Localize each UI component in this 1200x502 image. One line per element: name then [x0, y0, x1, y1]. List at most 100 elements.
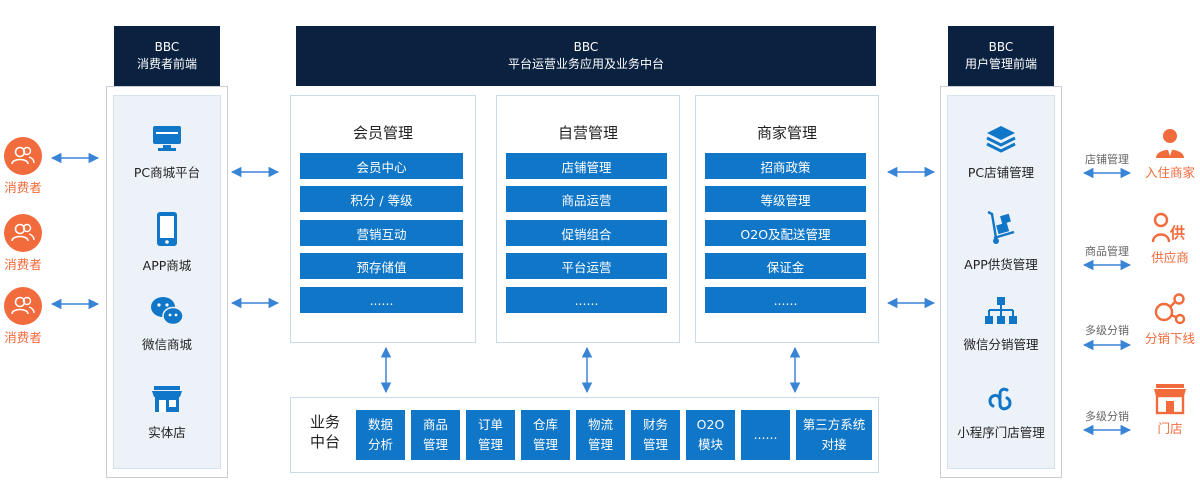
right-front-header-line2: 用户管理前端: [964, 57, 1037, 71]
right-item-pc-store[interactable]: PC店铺管理: [948, 124, 1054, 181]
module-line1: 财务: [642, 417, 668, 432]
module-line2: 管理: [532, 437, 558, 452]
card-self-operated-item[interactable]: 商品运营: [506, 186, 667, 212]
users-icon: [4, 137, 42, 175]
module-line1: 第三方系统: [802, 417, 866, 432]
smartphone-icon: [157, 212, 177, 246]
middle-platform-label-line1: 业务: [309, 413, 340, 431]
supplier-icon-text: 供: [1170, 224, 1186, 242]
module-line2: 分析: [367, 437, 393, 452]
module-line2: 管理: [477, 437, 503, 452]
card-self-operated: 自营管理 店铺管理 商品运营 促销组合 平台运营 ......: [496, 95, 680, 343]
module-line2: 管理: [642, 437, 668, 452]
left-item-pc-label: PC商城平台: [133, 165, 201, 180]
users-icon: [4, 214, 42, 252]
module-product-management[interactable]: 商品管理: [411, 410, 460, 460]
entity-distributor: 分销下线: [1140, 293, 1200, 347]
module-line1: 订单: [477, 417, 503, 432]
left-item-pc[interactable]: PC商城平台: [114, 124, 220, 181]
module-line1: 商品: [422, 417, 448, 432]
card-merchant-item[interactable]: 招商政策: [705, 153, 866, 179]
right-item-wechat-distribution-label: 微信分销管理: [963, 337, 1039, 352]
right-item-pc-store-label: PC店铺管理: [967, 165, 1035, 180]
left-item-store[interactable]: 实体店: [114, 384, 220, 441]
card-merchant-item[interactable]: 等级管理: [705, 186, 866, 212]
entity-supplier: 供 供应商: [1140, 212, 1200, 266]
card-member-item[interactable]: 积分 / 等级: [300, 186, 463, 212]
card-merchant-item[interactable]: O2O及配送管理: [705, 220, 866, 246]
arrow-label-product-management: 商品管理: [1085, 245, 1129, 258]
right-front-header: BBC 用户管理前端: [948, 26, 1054, 86]
left-front-panel: PC商城平台 APP商城 微信商城: [106, 86, 228, 478]
entity-shop: 门店: [1140, 383, 1200, 437]
module-more[interactable]: ......: [741, 410, 790, 460]
module-line2: 对接: [821, 437, 847, 452]
module-finance-management[interactable]: 财务管理: [631, 410, 680, 460]
left-item-store-label: 实体店: [148, 425, 186, 440]
module-o2o[interactable]: O2O 模块: [686, 410, 735, 460]
module-line1: 物流: [587, 417, 613, 432]
consumer-2: 消费者: [0, 214, 46, 273]
mini-program-icon: [988, 387, 1012, 411]
entity-supplier-label: 供应商: [1151, 250, 1189, 265]
shop-icon: [1154, 384, 1186, 415]
center-header-line1: BBC: [573, 40, 599, 54]
consumer-label: 消费者: [4, 330, 42, 345]
card-merchant-item[interactable]: 保证金: [705, 253, 866, 279]
module-line1: 仓库: [532, 417, 558, 432]
supplier-icon: 供: [1150, 212, 1190, 244]
consumer-label: 消费者: [4, 180, 42, 195]
module-line1: O2O: [696, 417, 725, 432]
card-member-item[interactable]: 营销互动: [300, 220, 463, 246]
card-merchant: 商家管理 招商政策 等级管理 O2O及配送管理 保证金 ......: [695, 95, 879, 343]
right-item-mini-program[interactable]: 小程序门店管理: [948, 384, 1054, 441]
module-line2: 管理: [587, 437, 613, 452]
center-header: BBC 平台运营业务应用及业务中台: [296, 26, 876, 86]
consumer-1: 消费者: [0, 137, 46, 196]
store-icon: [152, 386, 182, 412]
card-member-item[interactable]: 会员中心: [300, 153, 463, 179]
right-item-app-supply-label: APP供货管理: [964, 257, 1038, 272]
left-item-wechat-label: 微信商城: [141, 337, 192, 352]
module-third-party[interactable]: 第三方系统对接: [796, 410, 872, 460]
card-member-item[interactable]: ......: [300, 287, 463, 313]
card-merchant-item[interactable]: ......: [705, 287, 866, 313]
card-member: 会员管理 会员中心 积分 / 等级 营销互动 预存储值 ......: [290, 95, 476, 343]
card-self-operated-item[interactable]: ......: [506, 287, 667, 313]
middle-platform-label: 业务 中台: [302, 412, 348, 452]
card-self-operated-title: 自营管理: [557, 124, 618, 142]
card-member-item[interactable]: 预存储值: [300, 253, 463, 279]
right-front-panel: PC店铺管理 APP供货管理 微信分销管理: [940, 86, 1062, 478]
middle-platform-label-line2: 中台: [309, 433, 340, 451]
left-item-wechat[interactable]: 微信商城: [114, 296, 220, 353]
card-self-operated-item[interactable]: 店铺管理: [506, 153, 667, 179]
users-icon: [4, 287, 42, 325]
module-data-analysis[interactable]: 数据分析: [356, 410, 405, 460]
module-logistics-management[interactable]: 物流管理: [576, 410, 625, 460]
layers-icon: [986, 126, 1016, 153]
right-front-panel-inner: PC店铺管理 APP供货管理 微信分销管理: [947, 95, 1055, 469]
left-item-app[interactable]: APP商城: [114, 211, 220, 274]
right-item-app-supply[interactable]: APP供货管理: [948, 210, 1054, 273]
module-order-management[interactable]: 订单管理: [466, 410, 515, 460]
entity-merchant: 入住商家: [1140, 127, 1200, 181]
card-merchant-title: 商家管理: [756, 124, 817, 142]
left-front-header-line2: 消费者前端: [136, 57, 197, 71]
left-front-header-line1: BBC: [154, 40, 180, 54]
left-front-panel-inner: PC商城平台 APP商城 微信商城: [113, 95, 221, 469]
module-line2: 模块: [697, 437, 723, 452]
arrow-label-store-management: 店铺管理: [1085, 153, 1129, 166]
consumer-3: 消费者: [0, 287, 46, 346]
wechat-icon: [151, 297, 184, 326]
module-line2: 管理: [422, 437, 448, 452]
right-item-mini-program-label: 小程序门店管理: [957, 425, 1045, 440]
entity-shop-label: 门店: [1157, 421, 1183, 436]
right-front-header-line1: BBC: [988, 40, 1014, 54]
hand-truck-icon: [987, 210, 1015, 244]
card-member-title: 会员管理: [352, 124, 413, 142]
right-item-wechat-distribution[interactable]: 微信分销管理: [948, 296, 1054, 353]
card-self-operated-item[interactable]: 平台运营: [506, 253, 667, 279]
module-warehouse-management[interactable]: 仓库管理: [521, 410, 570, 460]
card-self-operated-item[interactable]: 促销组合: [506, 220, 667, 246]
